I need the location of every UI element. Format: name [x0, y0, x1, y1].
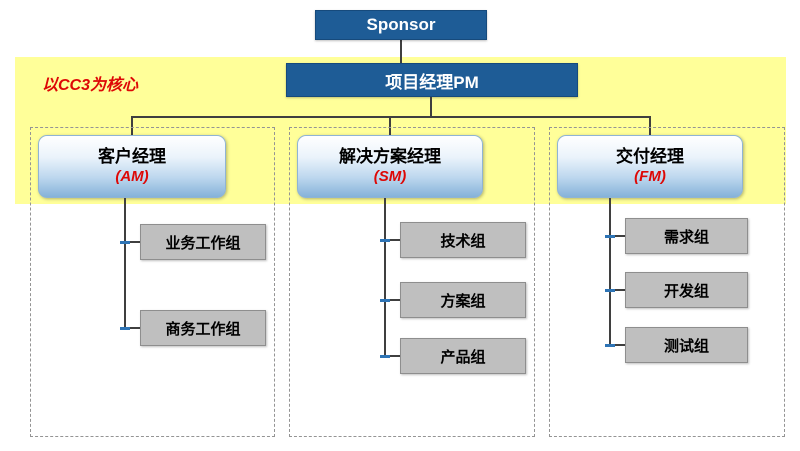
- manager-box-am: 客户经理 (AM): [38, 135, 226, 198]
- branch-group-am: [30, 127, 275, 437]
- branch-group-sm: [289, 127, 535, 437]
- manager-tag: (FM): [634, 167, 666, 185]
- team-label: 业务工作组: [165, 234, 241, 252]
- connector-line: [124, 327, 140, 329]
- connector-line: [609, 198, 611, 346]
- connector-line: [430, 97, 432, 118]
- team-box: 测试组: [625, 327, 748, 363]
- manager-title: 交付经理: [616, 147, 684, 167]
- manager-tag: (AM): [115, 167, 149, 185]
- team-label: 商务工作组: [165, 320, 241, 338]
- manager-box-sm: 解决方案经理 (SM): [297, 135, 483, 198]
- connector-line: [384, 355, 400, 357]
- core-label: 以CC3为核心: [42, 77, 139, 94]
- sponsor-label: Sponsor: [366, 15, 436, 34]
- team-box: 需求组: [625, 218, 748, 254]
- connector-line: [131, 116, 651, 118]
- connector-line: [124, 198, 126, 329]
- connector-tick: [605, 289, 615, 292]
- connector-line: [124, 241, 140, 243]
- connector-line: [384, 198, 386, 357]
- team-box: 商务工作组: [140, 310, 266, 346]
- connector-line: [384, 239, 400, 241]
- team-label: 方案组: [440, 292, 486, 310]
- manager-title: 客户经理: [98, 147, 166, 167]
- connector-tick: [380, 355, 390, 358]
- team-label: 技术组: [440, 232, 486, 250]
- team-box: 产品组: [400, 338, 526, 374]
- team-box: 业务工作组: [140, 224, 266, 260]
- connector-line: [609, 289, 625, 291]
- connector-tick: [120, 327, 130, 330]
- connector-line: [649, 116, 651, 135]
- manager-tag: (SM): [373, 167, 407, 185]
- team-label: 开发组: [663, 282, 709, 300]
- manager-box-fm: 交付经理 (FM): [557, 135, 743, 198]
- connector-tick: [380, 299, 390, 302]
- connector-line: [131, 116, 133, 135]
- pm-box: 项目经理PM: [286, 63, 578, 97]
- team-label: 需求组: [663, 228, 709, 246]
- team-box: 技术组: [400, 222, 526, 258]
- connector-line: [389, 116, 391, 135]
- team-box: 开发组: [625, 272, 748, 308]
- connector-tick: [605, 235, 615, 238]
- connector-line: [400, 40, 402, 63]
- sponsor-box: Sponsor: [315, 10, 487, 40]
- connector-line: [609, 235, 625, 237]
- pm-label: 项目经理PM: [385, 72, 479, 92]
- team-box: 方案组: [400, 282, 526, 318]
- team-label: 测试组: [663, 337, 709, 355]
- connector-tick: [120, 241, 130, 244]
- team-label: 产品组: [440, 348, 486, 366]
- branch-group-fm: [549, 127, 785, 437]
- connector-tick: [605, 344, 615, 347]
- connector-tick: [380, 239, 390, 242]
- connector-line: [384, 299, 400, 301]
- manager-title: 解决方案经理: [339, 147, 441, 167]
- connector-line: [609, 344, 625, 346]
